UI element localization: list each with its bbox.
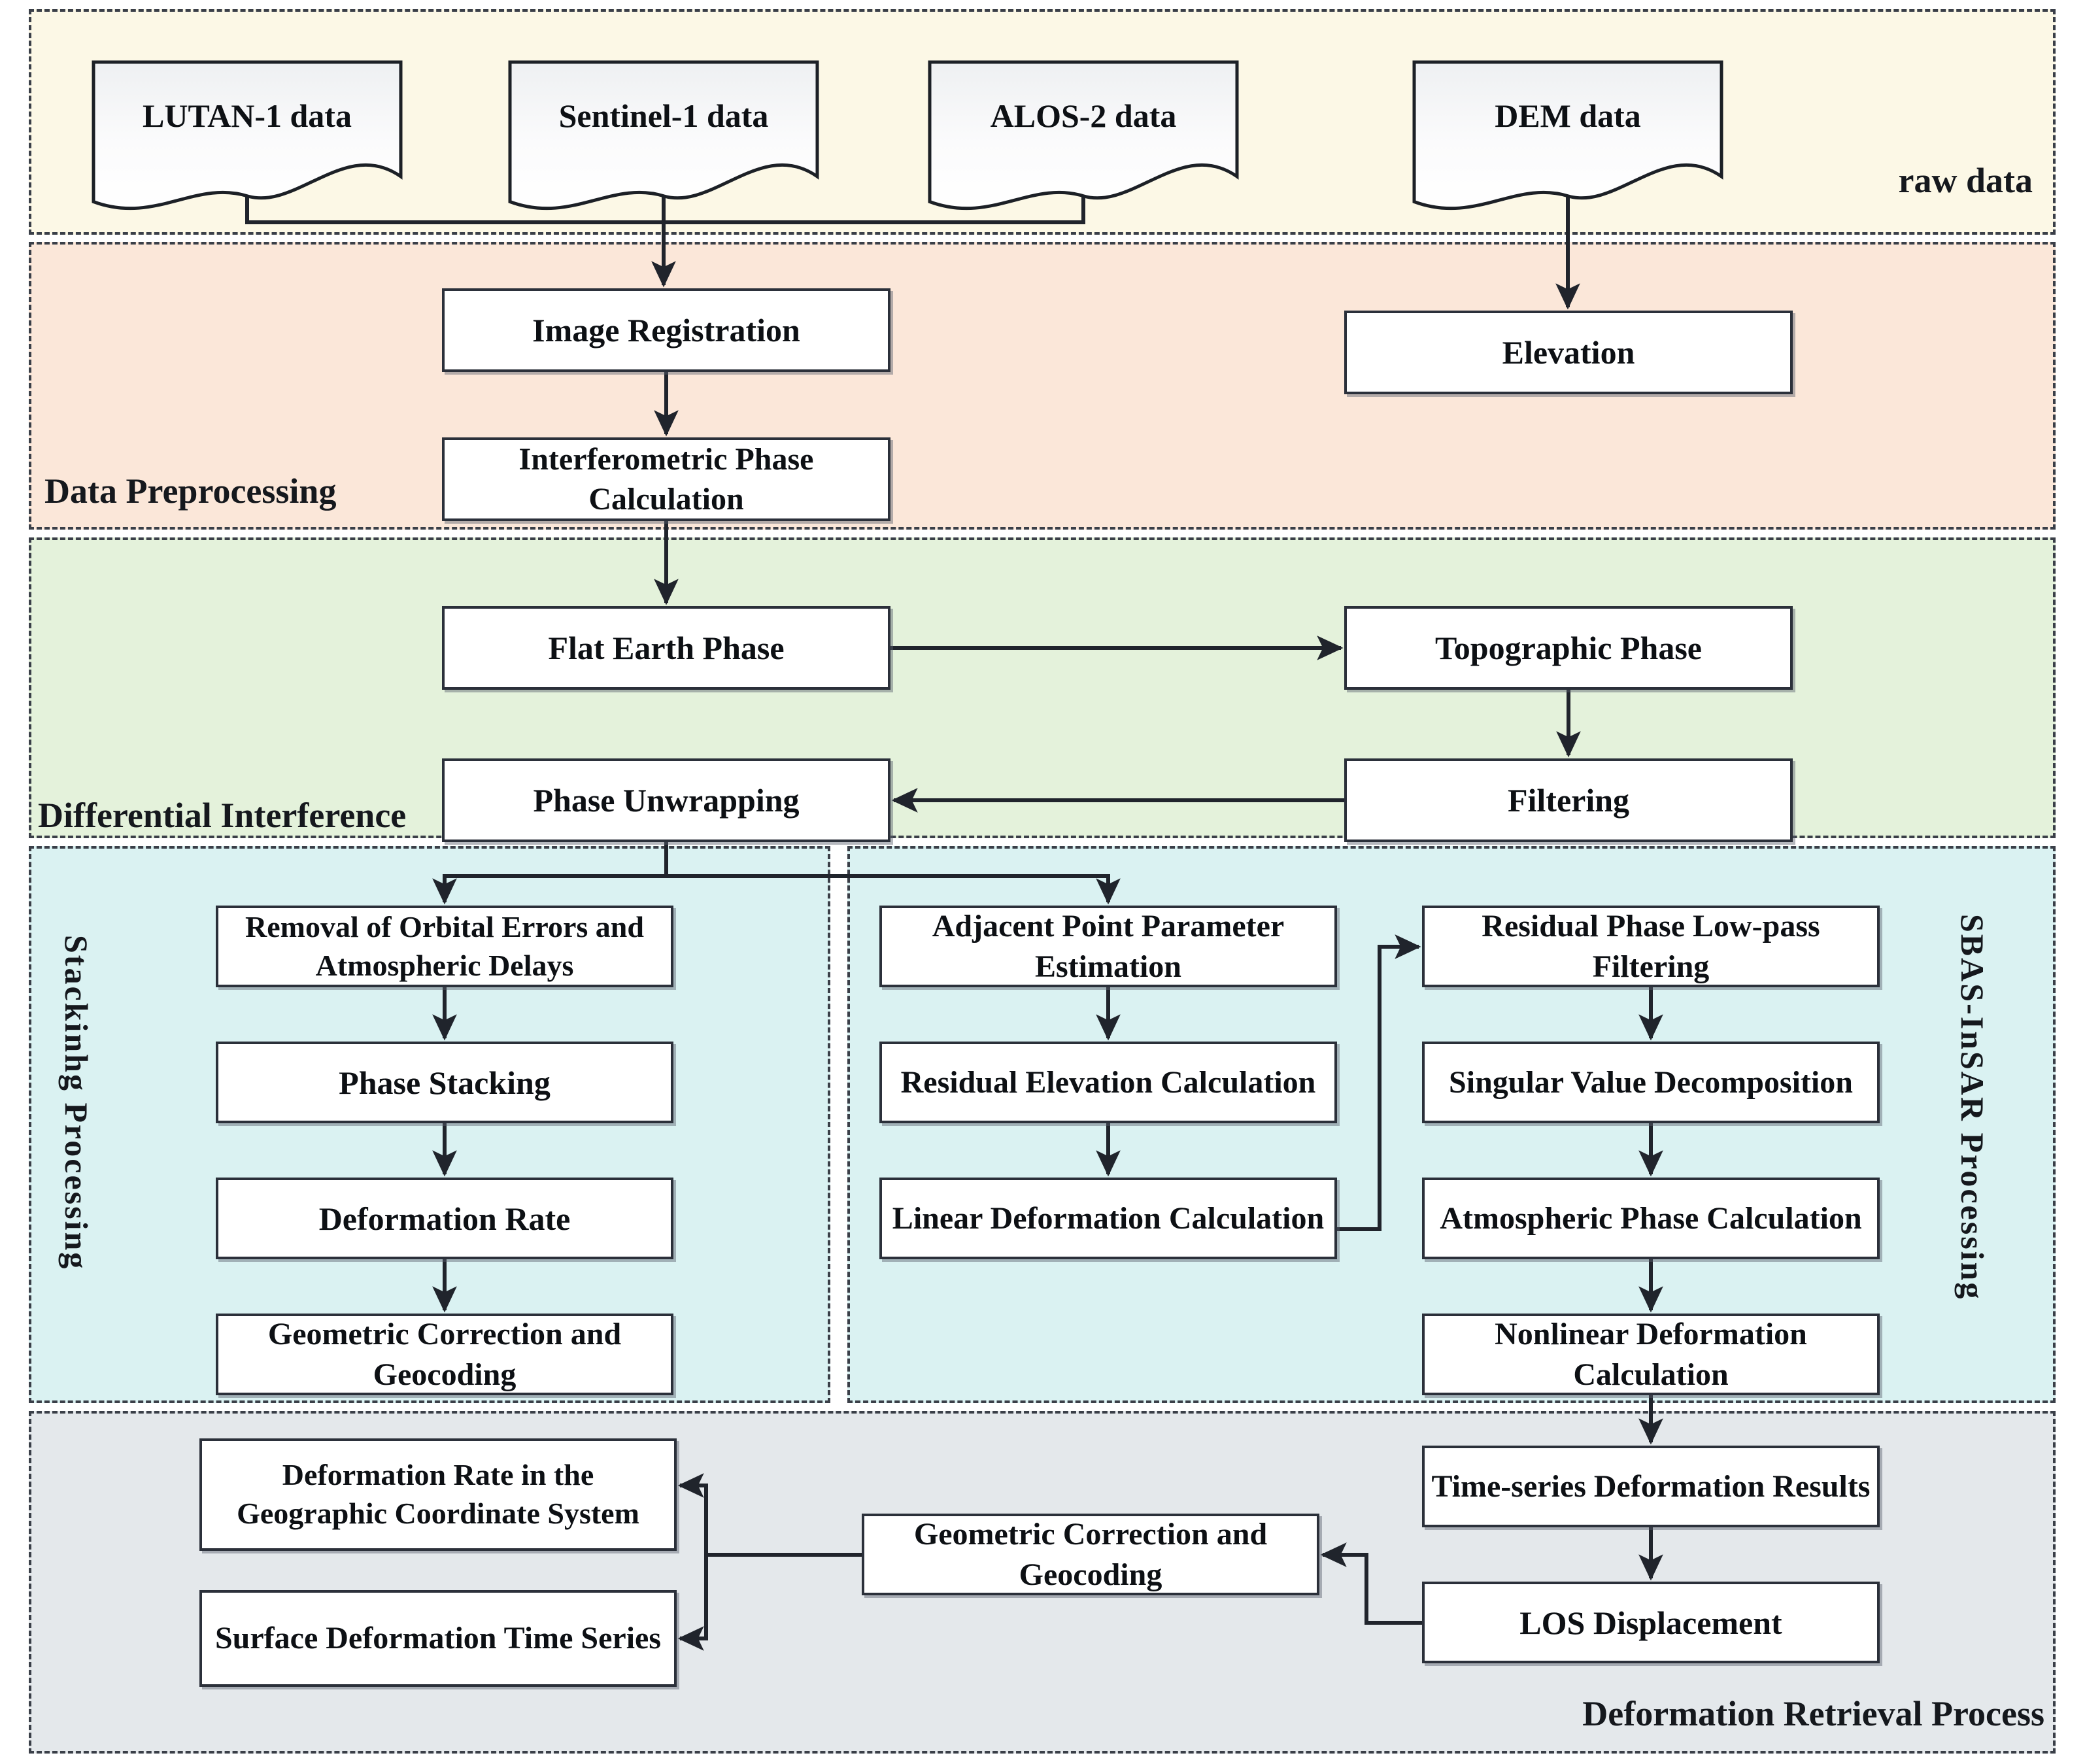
- process-node-phase-stacking[interactable]: Phase Stacking: [216, 1042, 673, 1123]
- document-shape: [1412, 60, 1723, 211]
- edge-unwrap-to-sbas: [666, 874, 1121, 905]
- process-node-label: Atmospheric Phase Calculation: [1440, 1200, 1862, 1236]
- document-shape: [92, 60, 403, 211]
- process-node-elevation[interactable]: Elevation: [1344, 311, 1793, 394]
- process-node-surface-deformation-time-series[interactable]: Surface Deformation Time Series: [199, 1590, 677, 1687]
- process-node-topographic-phase[interactable]: Topographic Phase: [1344, 606, 1793, 690]
- section-label-deformation-retrieval-process: Deformation Retrieval Process: [1582, 1694, 2044, 1733]
- edge-geocoding-to-surface-timeseries: [677, 1555, 708, 1651]
- document-label: DEM data: [1495, 97, 1641, 134]
- process-node-flat-earth-phase[interactable]: Flat Earth Phase: [442, 606, 890, 690]
- process-node-label: Nonlinear Deformation Calculation: [1495, 1317, 1807, 1392]
- process-node-label: Singular Value Decomposition: [1449, 1064, 1853, 1100]
- process-node-singular-value-decomposition[interactable]: Singular Value Decomposition: [1422, 1042, 1880, 1123]
- process-node-label: Residual Phase Low-pass Filtering: [1482, 909, 1820, 984]
- process-node-label: LOS Displacement: [1519, 1604, 1782, 1641]
- process-node-deformation-rate[interactable]: Deformation Rate: [216, 1178, 673, 1259]
- process-node-label: Residual Elevation Calculation: [900, 1064, 1316, 1100]
- process-node-label: Topographic Phase: [1435, 630, 1702, 666]
- process-node-removal-of-orbital-errors[interactable]: Removal of Orbital Errors and Atmospheri…: [216, 906, 673, 987]
- edge-geocoding-to-rate-geographic: [677, 1473, 708, 1555]
- process-node-label: Phase Unwrapping: [533, 782, 800, 819]
- document-alos-2-data[interactable]: ALOS-2 data: [930, 62, 1237, 177]
- process-node-nonlinear-deformation-calculation[interactable]: Nonlinear Deformation Calculation: [1422, 1314, 1880, 1395]
- process-node-label: Deformation Rate in the Geographic Coord…: [237, 1458, 639, 1530]
- process-node-phase-unwrapping[interactable]: Phase Unwrapping: [442, 758, 890, 842]
- process-node-image-registration[interactable]: Image Registration: [442, 288, 890, 372]
- section-label-raw-data: raw data: [1898, 161, 2033, 200]
- process-node-label: Elevation: [1502, 334, 1635, 371]
- process-node-interferometric-phase-calculation[interactable]: Interferometric Phase Calculation: [442, 437, 890, 521]
- document-lutan-1-data[interactable]: LUTAN-1 data: [93, 62, 401, 177]
- document-label: Sentinel-1 data: [558, 97, 769, 134]
- process-node-label: Time-series Deformation Results: [1431, 1468, 1871, 1504]
- process-node-label: Geometric Correction and Geocoding: [267, 1317, 622, 1392]
- process-node-residual-phase-low-pass-filtering[interactable]: Residual Phase Low-pass Filtering: [1422, 906, 1880, 987]
- process-node-adjacent-point-parameter-estimation[interactable]: Adjacent Point Parameter Estimation: [879, 906, 1337, 987]
- process-node-label: Phase Stacking: [339, 1064, 551, 1101]
- process-node-label: Linear Deformation Calculation: [892, 1200, 1325, 1236]
- section-label-data-preprocessing: Data Preprocessing: [44, 471, 337, 511]
- process-node-residual-elevation-calculation[interactable]: Residual Elevation Calculation: [879, 1042, 1337, 1123]
- section-label-differential-interference: Differential Interference: [38, 796, 407, 835]
- process-node-time-series-deformation-results[interactable]: Time-series Deformation Results: [1422, 1446, 1880, 1527]
- process-node-label: Interferometric Phase Calculation: [518, 441, 814, 517]
- document-shape: [508, 60, 819, 211]
- process-node-label: Image Registration: [532, 312, 800, 348]
- process-node-label: Surface Deformation Time Series: [214, 1621, 662, 1656]
- process-node-los-displacement[interactable]: LOS Displacement: [1422, 1582, 1880, 1663]
- process-node-atmospheric-phase-calculation[interactable]: Atmospheric Phase Calculation: [1422, 1178, 1880, 1259]
- process-node-label: Geometric Correction and Geocoding: [913, 1517, 1268, 1592]
- document-label: ALOS-2 data: [990, 97, 1177, 134]
- process-node-label: Filtering: [1507, 782, 1630, 819]
- process-node-geometric-correction-geocoding-retrieval[interactable]: Geometric Correction and Geocoding: [862, 1514, 1319, 1595]
- section-label-stacking-processing: Stackinhg Processing: [58, 935, 95, 1271]
- process-node-geometric-correction-geocoding-stack[interactable]: Geometric Correction and Geocoding: [216, 1314, 673, 1395]
- process-node-filtering[interactable]: Filtering: [1344, 758, 1793, 842]
- document-dem-data[interactable]: DEM data: [1414, 62, 1721, 177]
- document-label: LUTAN-1 data: [143, 97, 352, 134]
- process-node-label: Removal of Orbital Errors and Atmospheri…: [245, 909, 644, 982]
- section-label-sbas-insar-processing: SBAS-InSAR Processing: [1954, 914, 1991, 1301]
- process-node-label: Deformation Rate: [318, 1200, 571, 1237]
- edge-los-to-geocoding: [1320, 1542, 1422, 1625]
- process-node-linear-deformation-calculation[interactable]: Linear Deformation Calculation: [879, 1178, 1337, 1259]
- process-node-label: Adjacent Point Parameter Estimation: [932, 909, 1285, 984]
- edge-unwrap-to-stacking: [432, 842, 668, 905]
- process-node-label: Flat Earth Phase: [548, 630, 785, 666]
- document-sentinel-1-data[interactable]: Sentinel-1 data: [510, 62, 817, 177]
- process-node-deformation-rate-geographic[interactable]: Deformation Rate in the Geographic Coord…: [199, 1438, 677, 1551]
- edge-linear-to-lowpass: [1337, 934, 1421, 1231]
- document-shape: [928, 60, 1239, 211]
